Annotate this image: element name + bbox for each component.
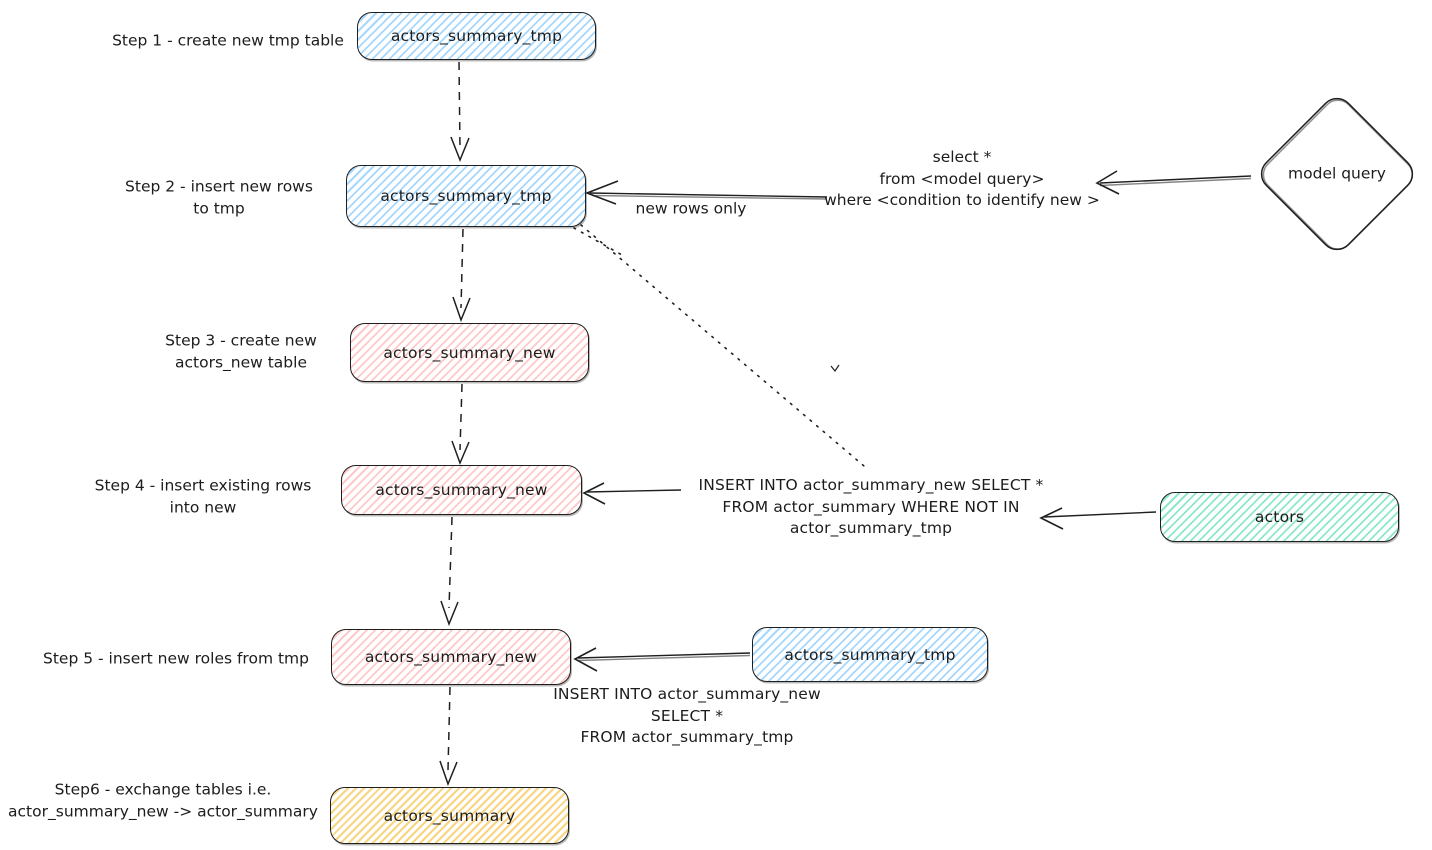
node-label: actors_summary <box>383 806 516 825</box>
step6-label-line: Step6 - exchange tables i.e. <box>54 780 272 799</box>
arrow-step1-to-step2 <box>450 61 470 163</box>
arrow-step4-to-step5 <box>440 516 459 627</box>
arrow-step3-to-step4 <box>451 383 470 466</box>
step3-label-line: actors_new table <box>174 353 307 371</box>
step4-label-line: Step 4 - insert existing rows <box>94 476 312 495</box>
node-actors-summary-new-step4[interactable]: actors_summary_new <box>341 465 582 515</box>
step1-label-line: Step 1 - create new tmp table <box>112 31 344 50</box>
node-actors-summary-new-step5[interactable]: actors_summary_new <box>331 629 571 685</box>
select-query-text: select * from <model query> where <condi… <box>824 147 1100 212</box>
node-label: actors_summary_tmp <box>784 645 956 664</box>
arrow-step5-to-step6 <box>439 686 458 787</box>
node-label: actors_summary_tmp <box>380 187 552 205</box>
step6-label: Step6 - exchange tables i.e. actor_summa… <box>8 780 318 823</box>
insert-new-sql-line: INSERT INTO actor_summary_new <box>553 684 821 703</box>
node-label: actors_summary_new <box>383 343 556 362</box>
insert-new-sql-line: FROM actor_summary_tmp <box>580 727 794 746</box>
node-actors-summary-final[interactable]: actors_summary <box>330 787 569 844</box>
insert-existing-sql-line: FROM actor_summary WHERE NOT IN <box>722 497 1020 516</box>
arrow-tmp-into-step5 <box>573 647 751 672</box>
step5-label: Step 5 - insert new roles from tmp <box>43 648 309 670</box>
step2-label-line: Step 2 - insert new rows <box>125 177 313 196</box>
step5-label-line: Step 5 - insert new roles from tmp <box>43 649 309 668</box>
step4-label-line: into new <box>169 498 237 516</box>
arrow-sql-into-step4 <box>582 482 682 505</box>
step1-label: Step 1 - create new tmp table <box>112 30 344 52</box>
node-actors[interactable]: actors <box>1160 492 1399 542</box>
step4-label: Step 4 - insert existing rows into new <box>95 476 312 519</box>
arrow-step2-to-step3 <box>452 228 471 323</box>
node-label: actors_summary_new <box>364 648 538 666</box>
dotted-link-step2-to-sql <box>573 224 865 467</box>
step2-label-line: to tmp <box>193 199 245 217</box>
step6-label-line: actor_summary_new -> actor_summary <box>8 802 318 820</box>
stray-mark <box>830 364 840 373</box>
insert-existing-sql-line: actor_summary_tmp <box>789 518 953 537</box>
insert-new-sql-line: SELECT * <box>650 706 724 725</box>
model-query-label-line: model query <box>1288 164 1386 183</box>
insert-existing-sql-line: INSERT INTO actor_summary_new SELECT * <box>698 475 1044 494</box>
step3-label-line: Step 3 - create new <box>165 331 317 350</box>
new-rows-only-line: new rows only <box>635 199 747 218</box>
insert-existing-sql-text: INSERT INTO actor_summary_new SELECT * F… <box>699 475 1044 540</box>
new-rows-only-label: new rows only <box>636 198 747 220</box>
node-actors-summary-tmp-step1[interactable]: actors_summary_tmp <box>357 12 596 60</box>
select-query-line: from <model query> <box>879 169 1045 188</box>
node-label: actors_summary_tmp <box>390 27 563 45</box>
arrow-model-query-to-select <box>1095 170 1252 195</box>
node-actors-summary-new-step3[interactable]: actors_summary_new <box>350 323 589 382</box>
step2-label: Step 2 - insert new rows to tmp <box>125 177 313 220</box>
insert-new-sql-text: INSERT INTO actor_summary_new SELECT * F… <box>553 684 821 749</box>
node-actors-summary-tmp-side[interactable]: actors_summary_tmp <box>752 627 988 682</box>
select-query-line: select * <box>932 147 992 166</box>
node-actors-summary-tmp-step2[interactable]: actors_summary_tmp <box>346 165 586 227</box>
model-query-label: model query <box>1288 163 1386 185</box>
arrow-actors-to-sql <box>1039 507 1157 530</box>
step3-label: Step 3 - create new actors_new table <box>165 331 317 374</box>
node-label: actors_summary_new <box>375 481 548 499</box>
node-label: actors <box>1254 508 1305 526</box>
select-query-line: where <condition to identify new > <box>824 190 1100 209</box>
